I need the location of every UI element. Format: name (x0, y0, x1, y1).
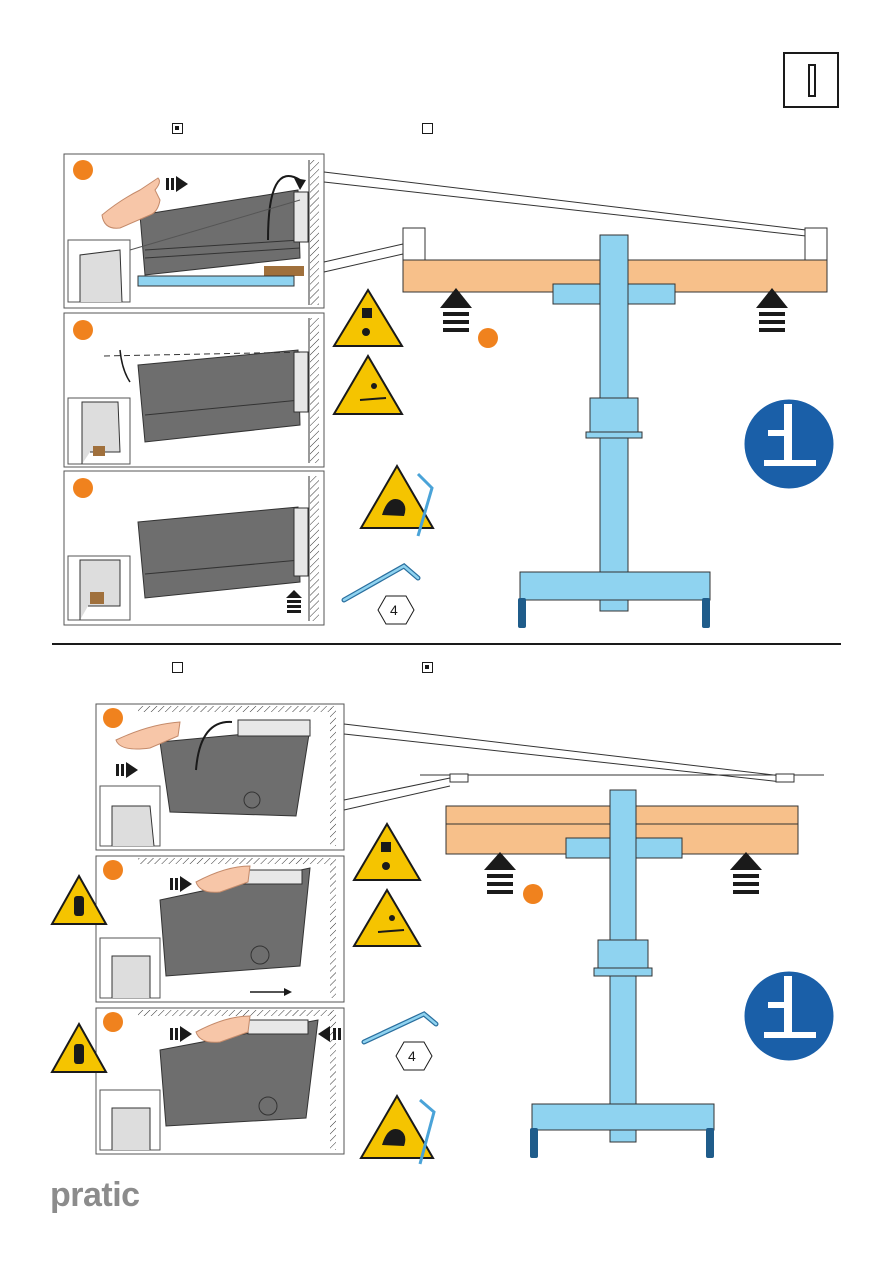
fall-hazard-warning-icon (354, 890, 420, 946)
use-lifting-device-mandatory-icon (743, 970, 835, 1062)
falling-load-warning-icon (334, 290, 402, 346)
step-number-circle (103, 1012, 123, 1032)
pratic-logo: pratic (50, 1176, 140, 1215)
step-number-circle (73, 478, 93, 498)
step-number-circle (73, 320, 93, 340)
bottom-step-2-panel (96, 856, 344, 1002)
step-number-circle (523, 884, 543, 904)
step-number-circle (73, 160, 93, 180)
bottom-step-3-panel (96, 1008, 344, 1154)
hex-size-label-top: 4 (390, 602, 398, 618)
step-number-circle (103, 708, 123, 728)
top-step-2-panel (64, 313, 324, 467)
top-step-1-panel (64, 154, 324, 308)
top-step-3-panel (64, 471, 324, 625)
hex-key-icon (344, 566, 418, 600)
falling-load-warning-icon (354, 824, 420, 880)
step-number-circle (478, 328, 498, 348)
lift-up-arrow-icon (756, 288, 788, 332)
lift-up-arrow-icon (440, 288, 472, 332)
bottom-step-1-panel (96, 704, 344, 850)
use-lifting-device-mandatory-icon (743, 398, 835, 490)
step-number-circle (103, 860, 123, 880)
lift-up-arrow-icon (484, 852, 516, 894)
lift-up-arrow-icon (730, 852, 762, 894)
hex-size-label-bottom: 4 (408, 1048, 416, 1064)
heavy-lifting-warning-icon (361, 466, 433, 536)
bottom-lift-assembly (446, 774, 798, 1158)
fall-hazard-warning-icon (334, 356, 402, 414)
heavy-lifting-warning-icon (361, 1096, 434, 1164)
hex-key-icon (364, 1014, 436, 1042)
